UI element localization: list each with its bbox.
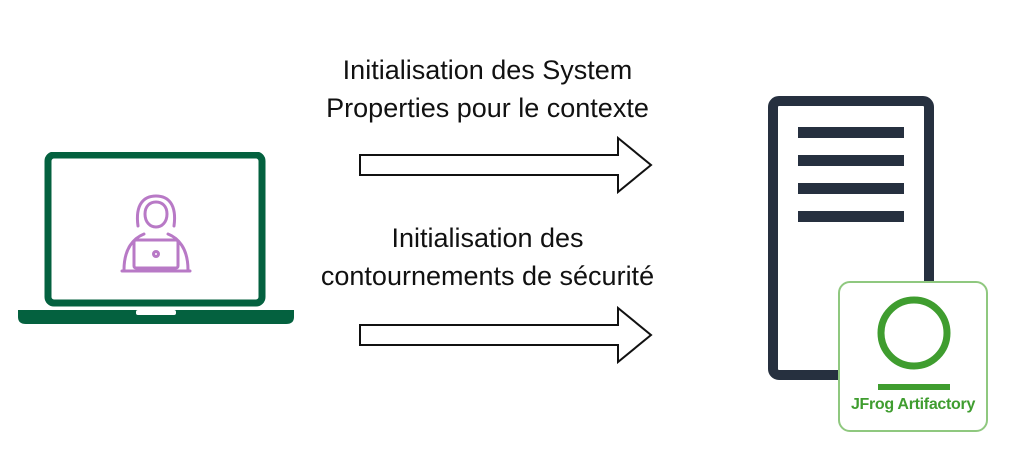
caption-system-properties-line1: Initialisation des System — [342, 55, 633, 85]
server-slot-4 — [798, 211, 904, 222]
artifactory-ring — [877, 296, 951, 370]
server-slot-1 — [798, 127, 904, 138]
artifactory-label: JFrog Artifactory — [850, 396, 976, 413]
jfrog-artifactory-logo — [877, 296, 951, 390]
caption-system-properties-line2: Properties pour le contexte — [326, 93, 649, 123]
arrow-right-shape — [359, 306, 653, 364]
artifactory-bar — [878, 384, 950, 390]
arrow-right-shape — [359, 136, 653, 194]
artifactory-badge: JFrog Artifactory — [838, 281, 988, 432]
caption-system-properties: Initialisation des System Properties pou… — [290, 51, 685, 127]
laptop-icon — [18, 152, 294, 324]
arrow-right-icon — [359, 306, 653, 364]
caption-security-bypass: Initialisation des contournements de séc… — [290, 219, 685, 295]
arrow-right-icon — [359, 136, 653, 194]
laptop-notch — [136, 310, 176, 315]
caption-security-bypass-line1: Initialisation des — [391, 223, 584, 253]
laptop-screen — [44, 152, 266, 307]
laptop-base — [18, 310, 294, 324]
caption-security-bypass-line2: contournements de sécurité — [320, 261, 655, 291]
hooded-hacker-icon — [120, 194, 192, 273]
server-slot-3 — [798, 183, 904, 194]
server-slot-2 — [798, 155, 904, 166]
